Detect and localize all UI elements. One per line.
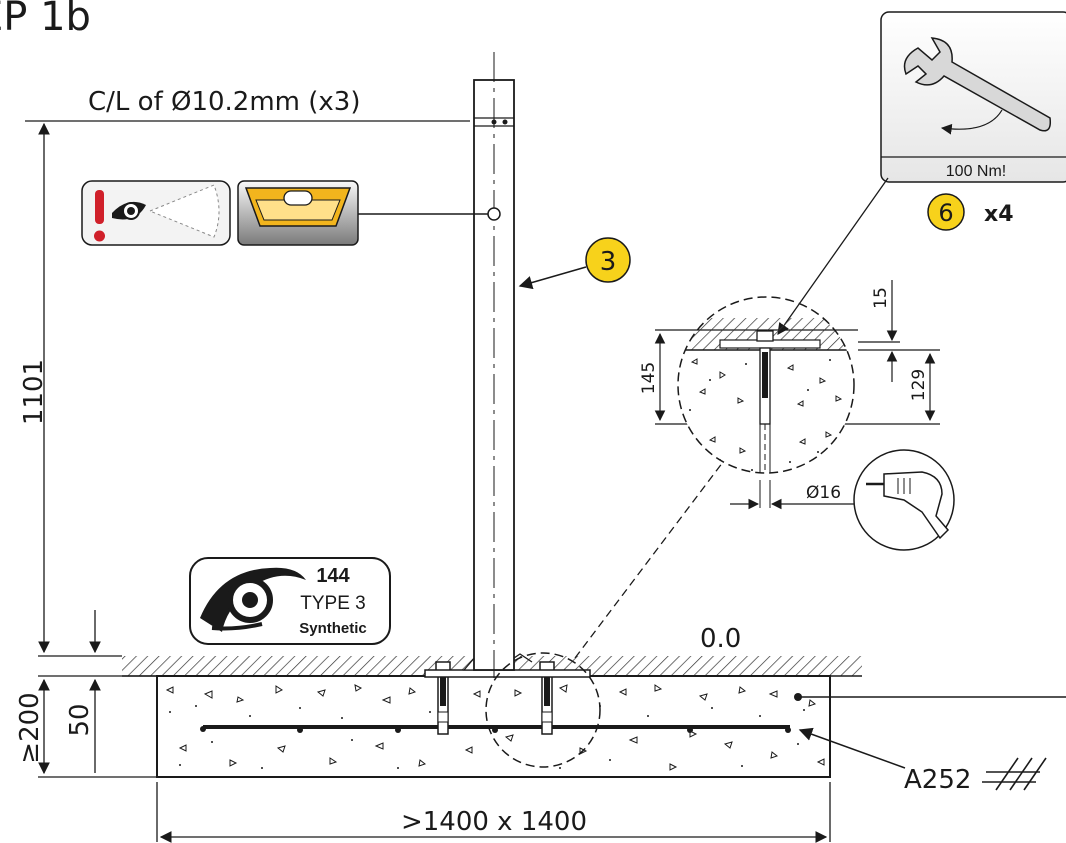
post-callout-leader: [518, 266, 587, 290]
anchor-bolt-right: [539, 661, 555, 735]
bolt-callout-badge: [927, 193, 965, 231]
page-title: EP 1b: [0, 0, 91, 40]
anchor-bolt-left: [435, 661, 451, 735]
badge-code: 144: [316, 565, 350, 587]
drill-icon: [853, 449, 955, 551]
badge-type: TYPE 3: [300, 593, 365, 614]
post-callout-badge: [585, 237, 631, 283]
depth-dimension: [38, 610, 157, 778]
badge-material: Synthetic: [299, 620, 367, 637]
base-size-value: >1400 x 1400: [401, 807, 587, 837]
mesh-label: A252: [904, 765, 971, 795]
spirit-level-icon: [237, 180, 359, 246]
drill-diameter-value: Ø16: [806, 483, 841, 503]
detail-leader-line: [574, 457, 727, 659]
wrench-icon: [903, 37, 1052, 135]
torque-value: 100 Nm!: [946, 163, 1006, 180]
detail-depth-embed: 129: [909, 369, 929, 401]
detail-depth-total: 145: [639, 362, 659, 394]
height-dimension: [25, 120, 470, 654]
bolt-callout-leader: [777, 177, 889, 335]
level-offset-value: 50: [65, 703, 95, 736]
visual-inspection-badge: [189, 557, 391, 645]
bolt-callout-number: 6: [938, 199, 953, 227]
bollard-post: [473, 52, 515, 678]
bolt-count: x4: [984, 202, 1014, 227]
rebar-mesh: [200, 725, 791, 733]
base-width-dimension: [156, 782, 831, 843]
height-value: 1101: [19, 359, 49, 425]
mesh-symbol-icon: [982, 757, 1047, 791]
inspect-warning-icon: [81, 180, 231, 246]
depth-value: ≥200: [15, 692, 45, 763]
torque-panel: [880, 11, 1066, 183]
detail-top-offset: 15: [871, 287, 891, 309]
post-callout-number: 3: [600, 247, 617, 277]
ground-level-value: 0.0: [700, 624, 741, 654]
centerline-label: C/L of Ø10.2mm (x3): [88, 87, 360, 117]
detail-marker-circle: [485, 652, 601, 768]
mesh-leader-line: [798, 727, 906, 769]
